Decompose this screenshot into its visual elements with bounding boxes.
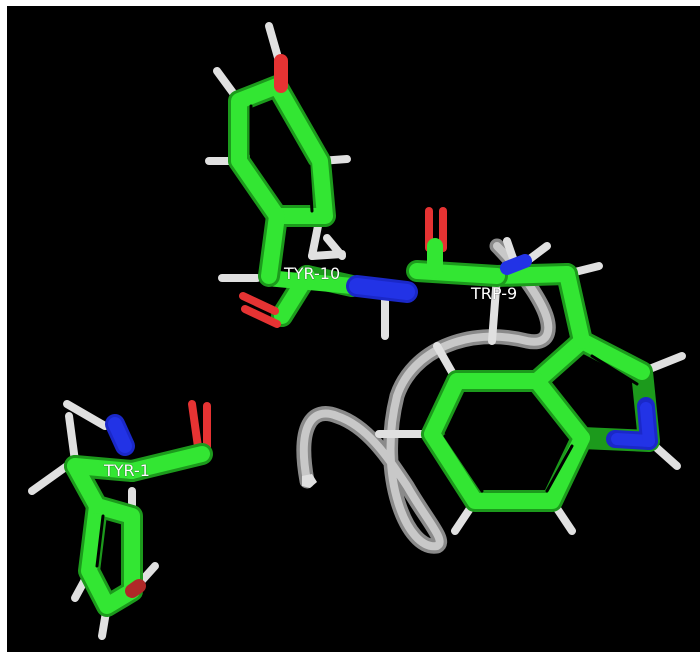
molecule-viewport[interactable]: TYR-10 TRP-9 TYR-1	[7, 6, 700, 652]
backbone-tube	[296, 238, 556, 554]
residue-label-tyr1: TYR-1	[104, 461, 150, 480]
residue-label-trp9: TRP-9	[471, 284, 518, 303]
tyr1-residue	[28, 400, 213, 640]
trp9-sidechain	[375, 262, 686, 535]
tyr10-sidechain	[205, 22, 351, 287]
molecule-scene	[28, 22, 686, 640]
peptide-backbone	[218, 207, 551, 345]
residue-label-tyr10: TYR-10	[284, 264, 341, 283]
